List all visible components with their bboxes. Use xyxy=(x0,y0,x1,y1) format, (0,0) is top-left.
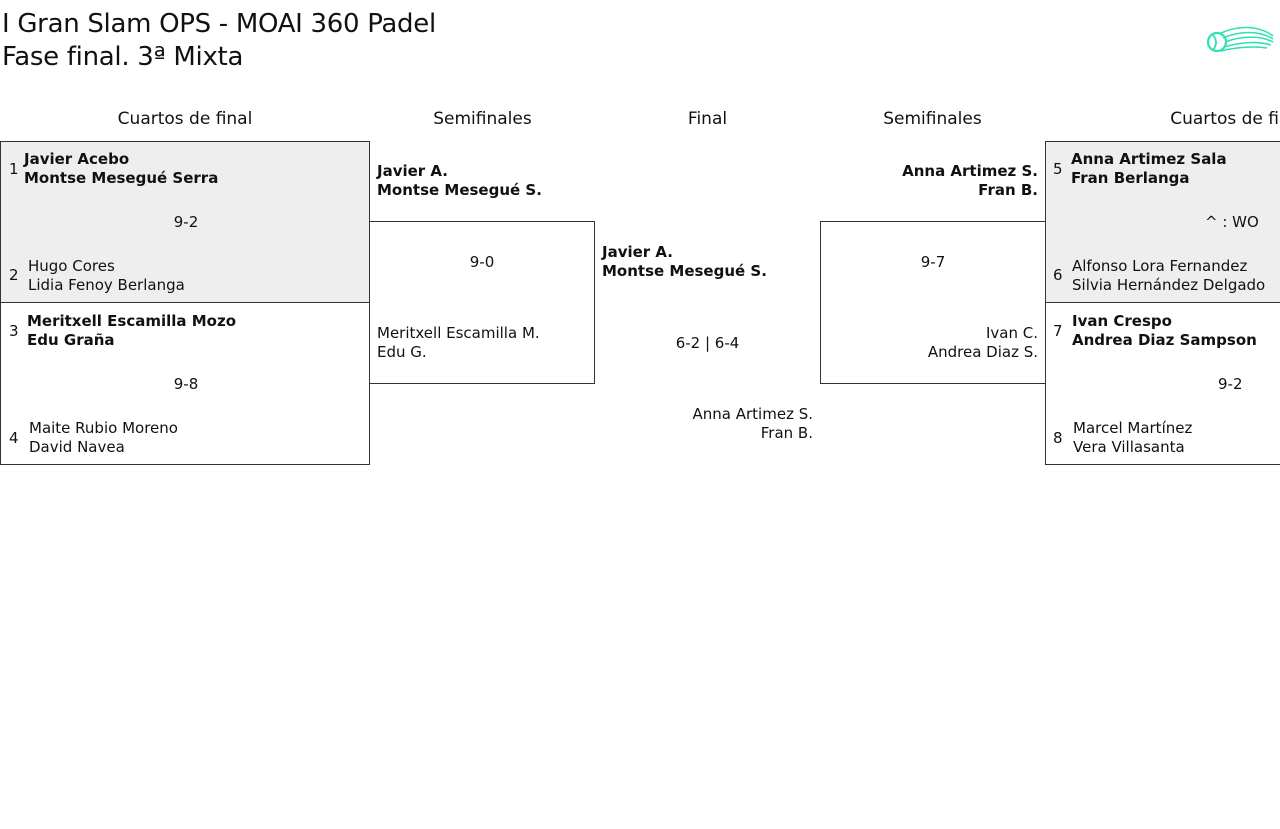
seed-number: 8 xyxy=(1053,429,1063,447)
team-winner: Ivan Crespo Andrea Diaz Sampson xyxy=(1072,312,1257,350)
player-name: Anna Artimez S. xyxy=(902,162,1038,180)
player-name: Ivan Crespo xyxy=(1072,312,1172,330)
player-name: Marcel Martínez xyxy=(1073,419,1193,437)
sf-right-team-winner: Anna Artimez S. Fran B. xyxy=(820,162,1038,200)
match-qf-left-1[interactable]: 1 Javier Acebo Montse Mesegué Serra 9-2 … xyxy=(0,141,370,303)
team-loser: Hugo Cores Lidia Fenoy Berlanga xyxy=(28,257,185,295)
team-winner: Anna Artimez Sala Fran Berlanga xyxy=(1071,150,1227,188)
header-semifinals-right: Semifinales xyxy=(883,109,982,129)
match-score: ^ : WO xyxy=(1205,213,1259,231)
match-qf-right-2[interactable]: 7 Ivan Crespo Andrea Diaz Sampson 9-2 8 … xyxy=(1045,302,1280,465)
header-quarterfinals-right: Cuartos de fin xyxy=(1170,109,1280,129)
page-title: I Gran Slam OPS - MOAI 360 Padel Fase fi… xyxy=(2,8,436,74)
header-semifinals-left: Semifinales xyxy=(433,109,532,129)
player-name: David Navea xyxy=(29,438,125,456)
player-name: Fran B. xyxy=(760,424,813,442)
header-quarterfinals-left: Cuartos de final xyxy=(117,109,253,129)
player-name: Montse Mesegué S. xyxy=(602,262,767,280)
player-name: Javier A. xyxy=(377,162,449,180)
team-loser: Meritxell Escamilla M. Edu G. xyxy=(377,324,540,362)
match-score: 9-2 xyxy=(1218,375,1243,393)
player-name: Anna Artimez S. xyxy=(692,405,813,423)
match-sf-left[interactable]: 9-0 Meritxell Escamilla M. Edu G. xyxy=(369,221,595,384)
seed-number: 7 xyxy=(1053,322,1063,340)
seed-number: 2 xyxy=(9,266,19,284)
seed-number: 3 xyxy=(9,322,19,340)
player-name: Edu G. xyxy=(377,343,427,361)
tennis-ball-speed-logo-icon xyxy=(1206,26,1274,53)
team-loser: Ivan C. Andrea Diaz S. xyxy=(821,324,1038,362)
team-loser: Maite Rubio Moreno David Navea xyxy=(29,419,178,457)
player-name: Andrea Diaz Sampson xyxy=(1072,331,1257,349)
tournament-name: I Gran Slam OPS - MOAI 360 Padel xyxy=(2,9,436,39)
player-name: Javier Acebo xyxy=(24,150,130,168)
player-name: Maite Rubio Moreno xyxy=(29,419,178,437)
player-name: Ivan C. xyxy=(985,324,1038,342)
header-final: Final xyxy=(687,109,728,129)
seed-number: 5 xyxy=(1053,160,1063,178)
player-name: Meritxell Escamilla M. xyxy=(377,324,540,342)
player-name: Vera Villasanta xyxy=(1073,438,1185,456)
player-name: Hugo Cores xyxy=(28,257,115,275)
player-name: Montse Mesegué Serra xyxy=(24,169,219,187)
player-name: Lidia Fenoy Berlanga xyxy=(28,276,185,294)
final-team-loser: Anna Artimez S. Fran B. xyxy=(595,405,813,443)
match-score: 9-8 xyxy=(173,375,199,393)
player-name: Meritxell Escamilla Mozo xyxy=(27,312,237,330)
seed-number: 4 xyxy=(9,429,19,447)
match-qf-right-1[interactable]: 5 Anna Artimez Sala Fran Berlanga ^ : WO… xyxy=(1045,141,1280,303)
player-name: Silvia Hernández Delgado xyxy=(1072,276,1266,294)
match-score: 9-2 xyxy=(173,213,199,231)
match-qf-left-2[interactable]: 3 Meritxell Escamilla Mozo Edu Graña 9-8… xyxy=(0,302,370,465)
seed-number: 6 xyxy=(1053,266,1063,284)
seed-number: 1 xyxy=(9,160,19,178)
player-name: Andrea Diaz S. xyxy=(927,343,1038,361)
player-name: Fran Berlanga xyxy=(1071,169,1190,187)
player-name: Javier A. xyxy=(602,243,674,261)
team-winner: Javier Acebo Montse Mesegué Serra xyxy=(24,150,218,188)
team-winner: Meritxell Escamilla Mozo Edu Graña xyxy=(27,312,236,350)
final-score: 6-2 | 6-4 xyxy=(675,334,740,352)
match-score: 9-0 xyxy=(469,253,495,271)
player-name: Fran B. xyxy=(978,181,1038,199)
final-team-winner: Javier A. Montse Mesegué S. xyxy=(602,243,767,281)
team-loser: Alfonso Lora Fernandez Silvia Hernández … xyxy=(1072,257,1265,295)
player-name: Alfonso Lora Fernandez xyxy=(1072,257,1248,275)
team-loser: Marcel Martínez Vera Villasanta xyxy=(1073,419,1192,457)
sf-left-team-winner: Javier A. Montse Mesegué S. xyxy=(377,162,542,200)
player-name: Edu Graña xyxy=(27,331,115,349)
phase-name: Fase final. 3ª Mixta xyxy=(2,42,244,72)
player-name: Montse Mesegué S. xyxy=(377,181,542,199)
match-sf-right[interactable]: 9-7 Ivan C. Andrea Diaz S. xyxy=(820,221,1046,384)
match-score: 9-7 xyxy=(920,253,946,271)
player-name: Anna Artimez Sala xyxy=(1071,150,1227,168)
